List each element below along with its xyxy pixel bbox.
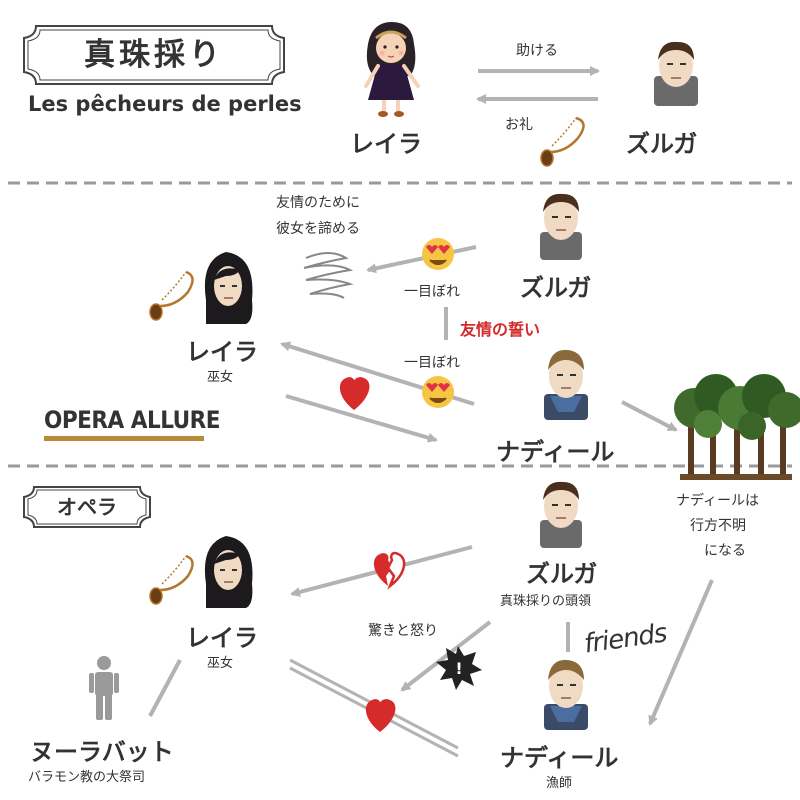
- arrow-help-label: 助ける: [516, 43, 558, 59]
- nadir-missing-line2: 行方不明: [690, 518, 746, 534]
- nadir-missing-line3: になる: [704, 543, 746, 559]
- svg-text:!: !: [455, 659, 462, 678]
- arrow-leila-to-nadir: [285, 394, 438, 443]
- heart-eyes-emoji-2: [422, 376, 454, 408]
- love-at-first-sight-1: 一目ぼれ: [404, 284, 460, 300]
- nadir-missing-line1: ナディールは: [676, 493, 760, 509]
- arrow-thanks-label: お礼: [505, 117, 533, 133]
- arrow-missing-to-nadir: [648, 579, 714, 726]
- anger-burst-icon: !: [436, 646, 482, 690]
- page-title: 真珠採り: [84, 37, 224, 73]
- broken-heart-icon: [373, 551, 406, 590]
- love-at-first-sight-2: 一目ぼれ: [404, 355, 460, 371]
- nadir-portrait-middle: [544, 349, 588, 420]
- necklace-icon: [540, 116, 585, 167]
- middle-leila-role: 巫女: [207, 370, 234, 385]
- opera-frame: [23, 486, 151, 528]
- top-zurga-name: ズルガ: [626, 130, 698, 158]
- bottom-leila-name: レイラ: [186, 624, 258, 652]
- zurga-portrait-middle: [540, 193, 582, 260]
- forest-illustration: [674, 374, 800, 480]
- brand-logo: OPERA ALLURE: [44, 406, 221, 434]
- middle-zurga-name: ズルガ: [520, 274, 592, 302]
- leila-girl-illustration: [364, 22, 420, 117]
- friendship-note-line1: 友情のために: [276, 195, 360, 211]
- leila-portrait-middle: [204, 252, 253, 324]
- opera-label: オペラ: [57, 495, 117, 519]
- top-leila-name: レイラ: [350, 130, 422, 158]
- nourabad-silhouette: [89, 656, 119, 720]
- bottom-nadir-role: 漁師: [546, 776, 573, 791]
- heart-eyes-emoji-1: [422, 238, 454, 270]
- opera-label-box: オペラ: [24, 486, 150, 528]
- bottom-nadir-name: ナディール: [500, 744, 619, 772]
- leila-portrait-bottom: [204, 536, 253, 608]
- link-leila-nourabad: [148, 659, 182, 717]
- bottom-zurga-role: 真珠採りの頭領: [500, 594, 592, 609]
- title-frame: [23, 25, 285, 85]
- title-box: 真珠採り: [22, 25, 286, 85]
- middle-nadir-name: ナディール: [496, 438, 615, 466]
- arrow-nadir-to-forest: [621, 400, 678, 432]
- friendship-vow: 友情の誓い: [460, 320, 541, 339]
- arrow-zurga-to-couple: [400, 620, 492, 692]
- nourabad-role: バラモン教の大祭司: [28, 770, 146, 785]
- page-subtitle: Les pêcheurs de perles: [28, 92, 302, 116]
- middle-leila-name: レイラ: [186, 338, 258, 366]
- scribble-icon: [303, 252, 354, 299]
- heart-icon-middle: [339, 377, 370, 410]
- friendship-note-line2: 彼女を諦める: [276, 221, 360, 237]
- bottom-leila-role: 巫女: [207, 656, 234, 671]
- nourabad-name: ヌーラバット: [30, 738, 174, 766]
- necklace-icon-bottom: [149, 554, 194, 605]
- bottom-zurga-name: ズルガ: [526, 560, 598, 588]
- heart-icon-bottom: [365, 699, 396, 732]
- brand-underline: [44, 436, 204, 441]
- nadir-portrait-bottom: [544, 659, 588, 730]
- surprise-anger-label: 驚きと怒り: [368, 623, 438, 639]
- zurga-portrait-bottom: [540, 481, 582, 548]
- necklace-icon-middle: [149, 270, 194, 321]
- arrow-zurga-to-scribble: [366, 245, 477, 274]
- zurga-portrait-top: [654, 41, 698, 106]
